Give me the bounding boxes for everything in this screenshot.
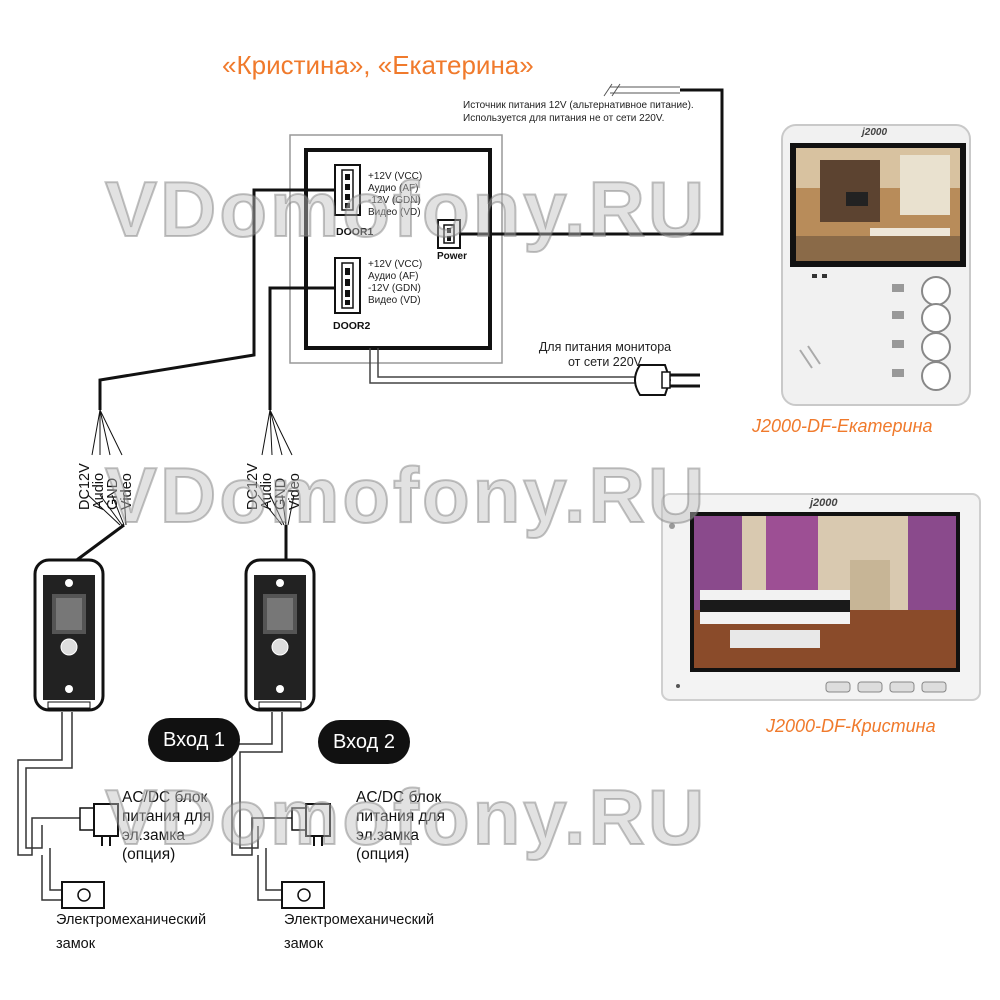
entrance-1-badge: Вход 1 <box>148 718 240 762</box>
door2-cable <box>268 286 335 410</box>
door1-pin: -12V (GDN) <box>368 195 421 206</box>
door2-pin: -12V (GDN) <box>368 283 421 294</box>
mains-note-line1: Для питания монитора <box>538 340 672 354</box>
wire-label: DC12V <box>77 463 93 510</box>
psu-adapter-2 <box>291 803 331 846</box>
psu-12v-wire <box>460 88 724 236</box>
door2-pin: Видео (VD) <box>368 295 421 306</box>
mains-cord <box>369 348 650 384</box>
lock-psu-line: питания для <box>122 808 211 825</box>
door1-pin: Аудио (AF) <box>368 183 419 194</box>
door2-label: DOOR2 <box>333 320 371 332</box>
lock2-wiring <box>231 712 292 901</box>
lock-line: замок <box>56 936 96 952</box>
psu-adapter-1 <box>79 803 119 846</box>
mains-note: Для питания монитора от сети 220V <box>520 340 690 370</box>
lock-psu-line: эл.замка <box>356 827 420 844</box>
lock-psu-line: (опция) <box>122 846 176 863</box>
lock-psu-line: AC/DC блок <box>122 789 208 806</box>
lock-psu-line: AC/DC блок <box>356 789 442 806</box>
lock-line: замок <box>284 936 324 952</box>
wire-label: Audio <box>91 472 107 510</box>
lock-psu-text-2: AC/DC блок питания для эл.замка (опция) <box>356 788 445 864</box>
lock-psu-line: эл.замка <box>122 827 186 844</box>
power-connector <box>437 219 461 249</box>
diagram-title: «Кристина», «Екатерина» <box>222 50 534 80</box>
lock-psu-line: питания для <box>356 808 445 825</box>
brand-logo-ekaterina: j2000 <box>862 127 888 138</box>
door1-cable <box>98 188 335 410</box>
door2-pin: Аудио (AF) <box>368 271 419 282</box>
model-kristina-label: J2000-DF-Кристина <box>766 716 936 736</box>
psu-note-line2: Используется для питания не от сети 220V… <box>463 113 665 124</box>
mains-note-line2: от сети 220V <box>567 355 643 369</box>
watermark-top: VDomofony.RU <box>104 164 708 254</box>
mains-plug <box>634 364 700 396</box>
door1-pin: Видео (VD) <box>368 207 421 218</box>
electric-lock-2 <box>281 881 325 909</box>
monitor-ekaterina <box>781 124 971 406</box>
door1-pin-list: +12V (VCC) Аудио (AF) -12V (GDN) Видео (… <box>368 171 422 219</box>
door1-label: DOOR1 <box>336 226 374 238</box>
entrance-2-badge: Вход 2 <box>318 720 410 764</box>
door2-pin-list: +12V (VCC) Аудио (AF) -12V (GDN) Видео (… <box>368 259 422 307</box>
lock-line: Электромеханический <box>56 912 207 928</box>
psu-note: Источник питания 12V (альтернативное пит… <box>463 99 694 125</box>
watermark-bottom: VDomofony.RU <box>104 772 708 862</box>
psu-note-line1: Источник питания 12V (альтернативное пит… <box>463 100 694 111</box>
lock-psu-text-1: AC/DC блок питания для эл.замка (опция) <box>122 788 211 864</box>
model-ekaterina-label: J2000-DF-Екатерина <box>752 416 933 436</box>
lock-text-2: Электромеханический замок <box>284 908 434 956</box>
call-panel-1 <box>33 558 105 712</box>
lock1-wiring <box>17 712 80 901</box>
lock-psu-line: (опция) <box>356 846 410 863</box>
door1-pin: +12V (VCC) <box>368 171 423 182</box>
door1-connector <box>334 164 361 216</box>
power-label: Power <box>437 251 468 262</box>
door2-connector <box>334 257 361 314</box>
lock-text-1: Электромеханический замок <box>56 908 206 956</box>
monitor-kristina <box>661 493 981 701</box>
door2-pin: +12V (VCC) <box>368 259 423 270</box>
lock-line: Электромеханический <box>284 912 435 928</box>
brand-logo-kristina: j2000 <box>810 497 838 509</box>
watermark-middle: VDomofony.RU <box>104 450 708 540</box>
electric-lock-1 <box>61 881 105 909</box>
call-panel-2 <box>244 558 316 712</box>
